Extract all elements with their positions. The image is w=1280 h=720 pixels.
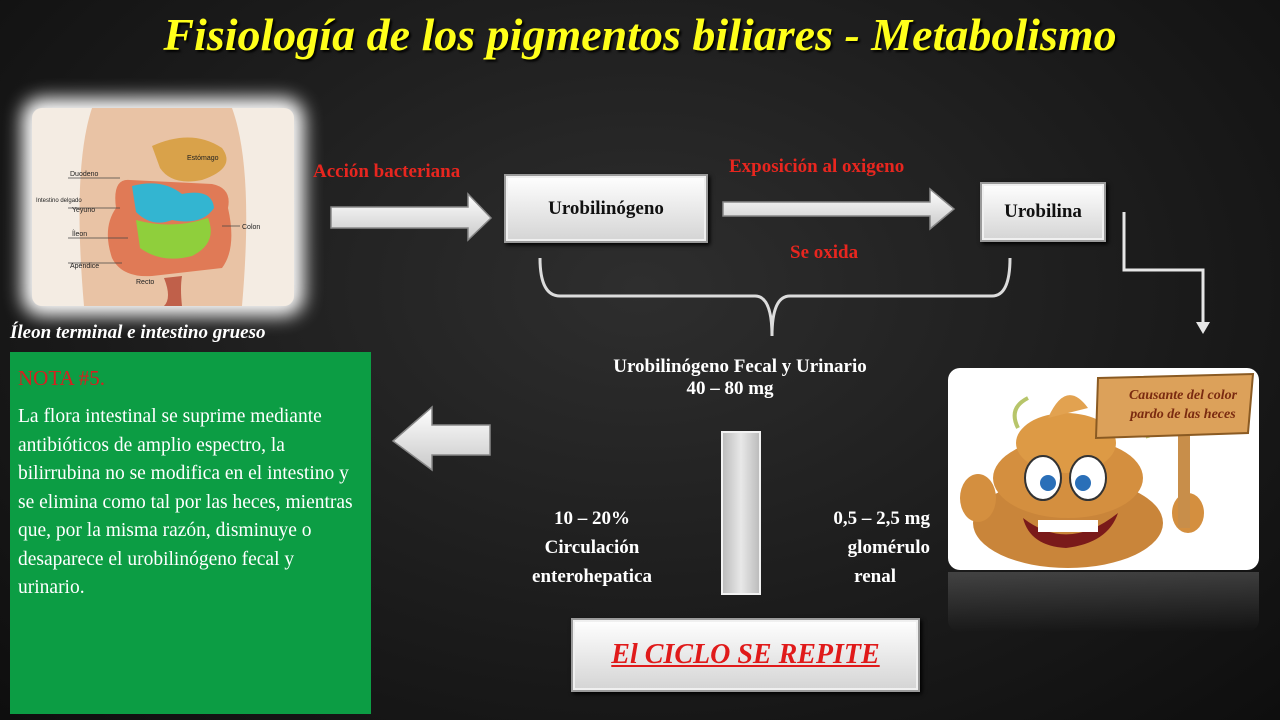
glomerular-text: 0,5 – 2,5 mg glomérulo renal bbox=[770, 504, 930, 591]
cartoon-sign-text: Causante del color pardo de las heces bbox=[1108, 386, 1258, 424]
oxygen-exposure-label: Exposición al oxigeno bbox=[729, 156, 905, 177]
note-title: NOTA #5. bbox=[18, 366, 105, 390]
enterohepatic-line2: Circulación bbox=[544, 537, 640, 558]
cycle-repeats-box: El CICLO SE REPITE bbox=[571, 618, 920, 692]
elbow-connector bbox=[1122, 212, 1205, 325]
cartoon-reflection bbox=[948, 572, 1259, 632]
label-ileum: Íleon bbox=[72, 229, 87, 238]
cycle-repeats-text: El CICLO SE REPITE bbox=[611, 639, 880, 670]
label-jejunum: Yeyuno bbox=[72, 207, 95, 214]
enterohepatic-line3: enterohepatica bbox=[532, 566, 652, 587]
note-text: La flora intestinal se suprime mediante … bbox=[18, 406, 353, 598]
fecal-urinary-line1: Urobilinógeno Fecal y Urinario bbox=[613, 356, 867, 377]
label-rectum: Recto bbox=[136, 279, 154, 286]
fecal-urinary-title: Urobilinógeno Fecal y Urinario 40 – 80 m… bbox=[540, 356, 940, 400]
urobilinogen-box: Urobilinógeno bbox=[504, 174, 708, 243]
fecal-urinary-line2: 40 – 80 mg bbox=[686, 378, 774, 399]
sign-line1: Causante del color bbox=[1128, 388, 1238, 403]
enterohepatic-line1: 10 – 20% bbox=[554, 508, 630, 529]
glomerular-line3: renal bbox=[854, 566, 896, 587]
slide-title: Fisiología de los pigmentos biliares - M… bbox=[163, 9, 1117, 60]
brace-connector bbox=[538, 257, 1012, 337]
glomerular-line2: glomérulo bbox=[847, 537, 930, 558]
label-duodenum: Duodeno bbox=[70, 171, 99, 178]
sign-line2: pardo de las heces bbox=[1130, 407, 1236, 422]
poop-cartoon-illustration: Causante del color pardo de las heces bbox=[948, 368, 1259, 570]
glomerular-line1: 0,5 – 2,5 mg bbox=[833, 508, 930, 529]
bacterial-action-label: Acción bacteriana bbox=[313, 161, 461, 182]
label-small-intestine: Intestino delgado bbox=[36, 198, 82, 204]
elbow-arrowhead bbox=[1196, 322, 1210, 334]
arrow-right-1 bbox=[330, 192, 493, 242]
enterohepatic-text: 10 – 20% Circulación enterohepatica bbox=[500, 504, 684, 591]
split-bar bbox=[721, 431, 761, 595]
note-panel: NOTA #5. La flora intestinal se suprime … bbox=[10, 352, 371, 714]
digestive-system-illustration: Estómago Duodeno Intestino delgado Yeyun… bbox=[32, 108, 294, 306]
arrow-left bbox=[391, 405, 491, 472]
label-appendix: Apéndice bbox=[70, 263, 99, 270]
label-colon: Colon bbox=[242, 224, 260, 231]
oxidizes-label: Se oxida bbox=[790, 242, 859, 263]
urobilin-box: Urobilina bbox=[980, 182, 1106, 242]
illustration-caption: Íleon terminal e intestino grueso bbox=[10, 322, 266, 343]
arrow-right-2 bbox=[722, 187, 956, 231]
label-stomach: Estómago bbox=[187, 155, 219, 162]
